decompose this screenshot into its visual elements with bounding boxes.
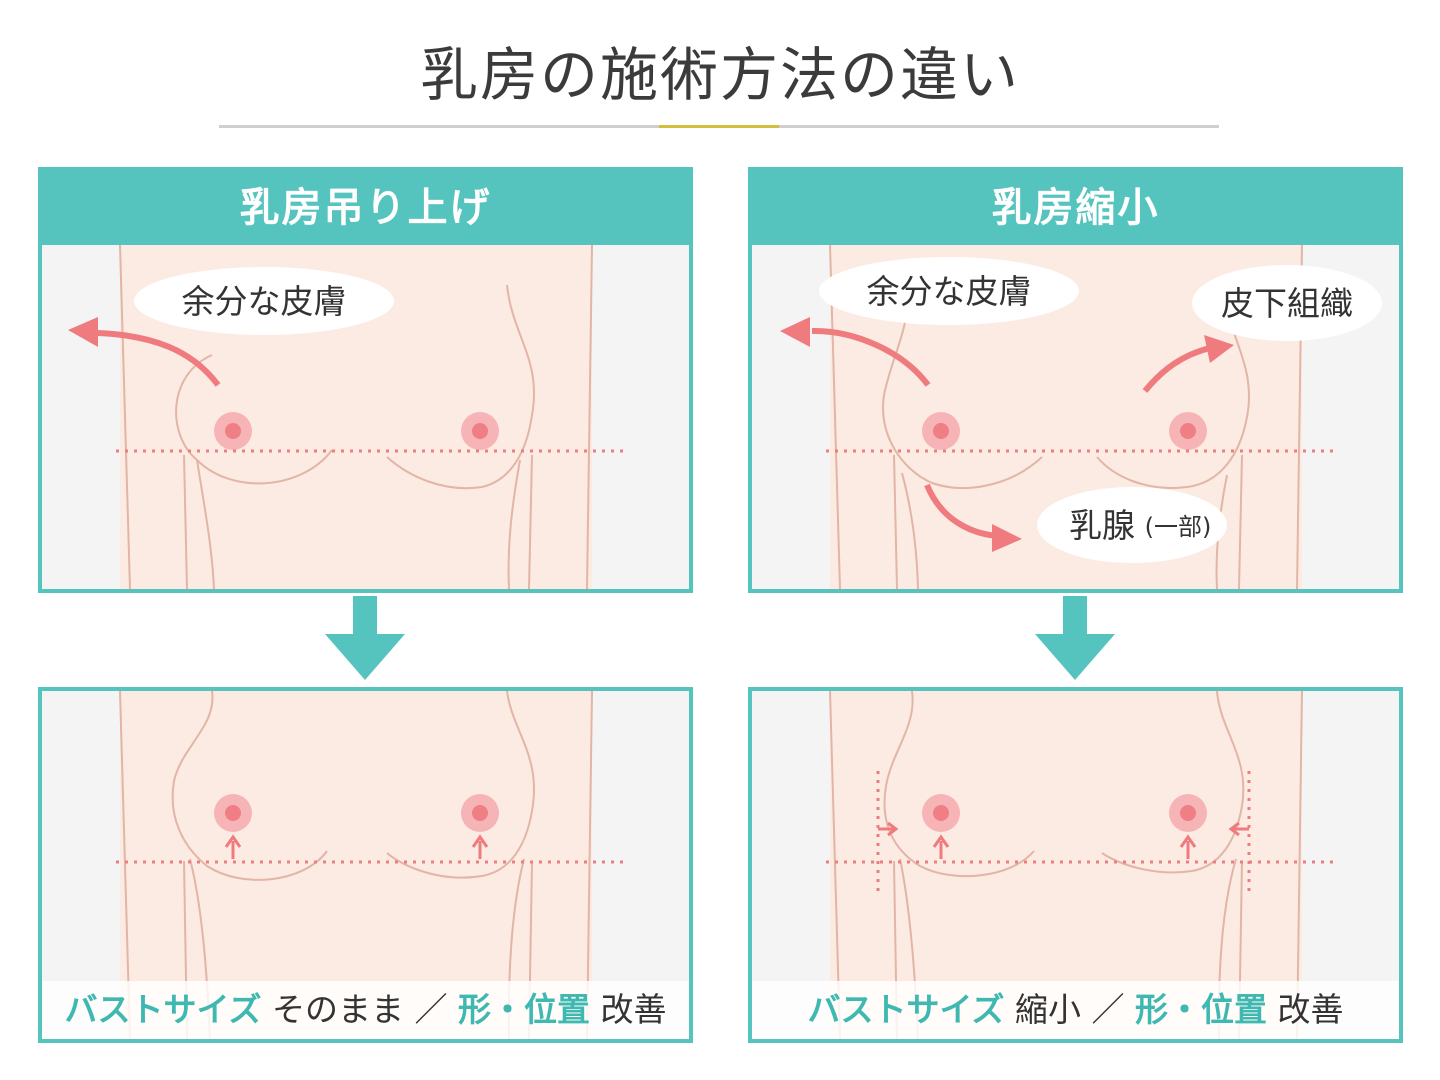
right-nipple bbox=[1180, 423, 1196, 439]
tissue-bubble-label: 皮下組織 bbox=[1221, 284, 1353, 323]
lift-after-illustration bbox=[116, 691, 624, 1039]
caption-shape-label: 形・位置 bbox=[1135, 990, 1267, 1029]
reduction-before-panel: 乳房縮小 余分な皮膚 皮下組織 乳腺 (一部) bbox=[748, 167, 1403, 593]
arm-outline bbox=[829, 245, 1303, 589]
right-body-outline bbox=[507, 459, 521, 589]
up-arrow-icon bbox=[471, 834, 489, 859]
curved-arrow-head-icon bbox=[780, 317, 810, 347]
left-breast-outline bbox=[882, 284, 1043, 489]
lift-before-illustration: 余分な皮膚 bbox=[68, 245, 624, 589]
reduction-header: 乳房縮小 bbox=[752, 171, 1399, 245]
page-title: 乳房の施術方法の違い bbox=[419, 41, 1020, 109]
curved-arrow-head-icon bbox=[68, 317, 98, 347]
skin-bubble-label: 余分な皮膚 bbox=[182, 282, 347, 321]
left-breast-outline bbox=[883, 691, 1035, 878]
caption-shape-value: 改善 bbox=[1277, 990, 1344, 1029]
curved-arrow-icon bbox=[811, 327, 931, 387]
caption-shape-label: 形・位置 bbox=[458, 990, 590, 1029]
left-body-outline bbox=[901, 472, 919, 589]
lift-before-panel: 乳房吊り上げ 余分な皮膚 bbox=[38, 167, 693, 593]
lift-header: 乳房吊り上げ bbox=[42, 171, 689, 245]
down-arrow-icon bbox=[325, 596, 405, 680]
left-nipple bbox=[225, 423, 241, 439]
title-divider-accent bbox=[659, 125, 779, 128]
caption-shape-value: 改善 bbox=[600, 990, 667, 1029]
caption-size-value: そのまま ／ bbox=[272, 990, 448, 1029]
left-nipple bbox=[225, 805, 241, 821]
right-nipple bbox=[472, 423, 488, 439]
gland-bubble-note: (一部) bbox=[1145, 513, 1212, 541]
tissue-bubble bbox=[1192, 265, 1382, 341]
right-breast-outline bbox=[386, 691, 535, 879]
down-arrow-icon bbox=[1035, 596, 1115, 680]
right-breast-outline bbox=[1101, 691, 1245, 874]
lift-after-panel: バストサイズ そのまま ／ 形・位置 改善 bbox=[38, 687, 693, 1043]
caption-size-label: バストサイズ bbox=[807, 990, 1005, 1029]
curved-arrow-head-icon bbox=[1204, 335, 1234, 363]
right-breast-outline bbox=[1096, 284, 1251, 489]
arm-outline bbox=[119, 245, 593, 589]
up-arrow-icon bbox=[224, 834, 242, 859]
caption-size-value: 縮小 ／ bbox=[1015, 990, 1125, 1029]
gland-bubble bbox=[1037, 487, 1227, 563]
caption-size-label: バストサイズ bbox=[64, 990, 262, 1029]
right-breast-outline bbox=[386, 284, 536, 490]
up-arrow-icon bbox=[1179, 834, 1197, 859]
torso-skin bbox=[120, 691, 592, 1039]
reduction-caption: バストサイズ 縮小 ／ 形・位置 改善 bbox=[752, 981, 1399, 1039]
torso-skin bbox=[830, 691, 1302, 1039]
gland-bubble-label: 乳腺 bbox=[1069, 506, 1135, 545]
curved-arrow-head-icon bbox=[992, 524, 1022, 552]
left-body-outline bbox=[196, 459, 215, 589]
curved-arrow-icon bbox=[924, 483, 998, 539]
right-nipple bbox=[1180, 805, 1196, 821]
reduction-before-illustration: 余分な皮膚 皮下組織 乳腺 (一部) bbox=[780, 245, 1382, 589]
right-nipple bbox=[472, 805, 488, 821]
arm-outline bbox=[829, 691, 1303, 1039]
inward-arrow-icon bbox=[1228, 821, 1249, 837]
arm-outline bbox=[119, 691, 593, 1039]
inward-arrow-icon bbox=[878, 821, 899, 837]
curved-arrow-icon bbox=[1142, 345, 1211, 393]
left-nipple bbox=[933, 423, 949, 439]
left-breast-outline bbox=[171, 691, 328, 881]
skin-bubble bbox=[819, 257, 1079, 325]
skin-bubble-label: 余分な皮膚 bbox=[867, 272, 1032, 311]
skin-bubble bbox=[134, 267, 394, 335]
reduction-after-panel: バストサイズ 縮小 ／ 形・位置 改善 bbox=[748, 687, 1403, 1043]
up-arrow-icon bbox=[932, 834, 950, 859]
left-nipple bbox=[933, 805, 949, 821]
curved-arrow-icon bbox=[96, 330, 221, 387]
lift-caption: バストサイズ そのまま ／ 形・位置 改善 bbox=[42, 981, 689, 1039]
